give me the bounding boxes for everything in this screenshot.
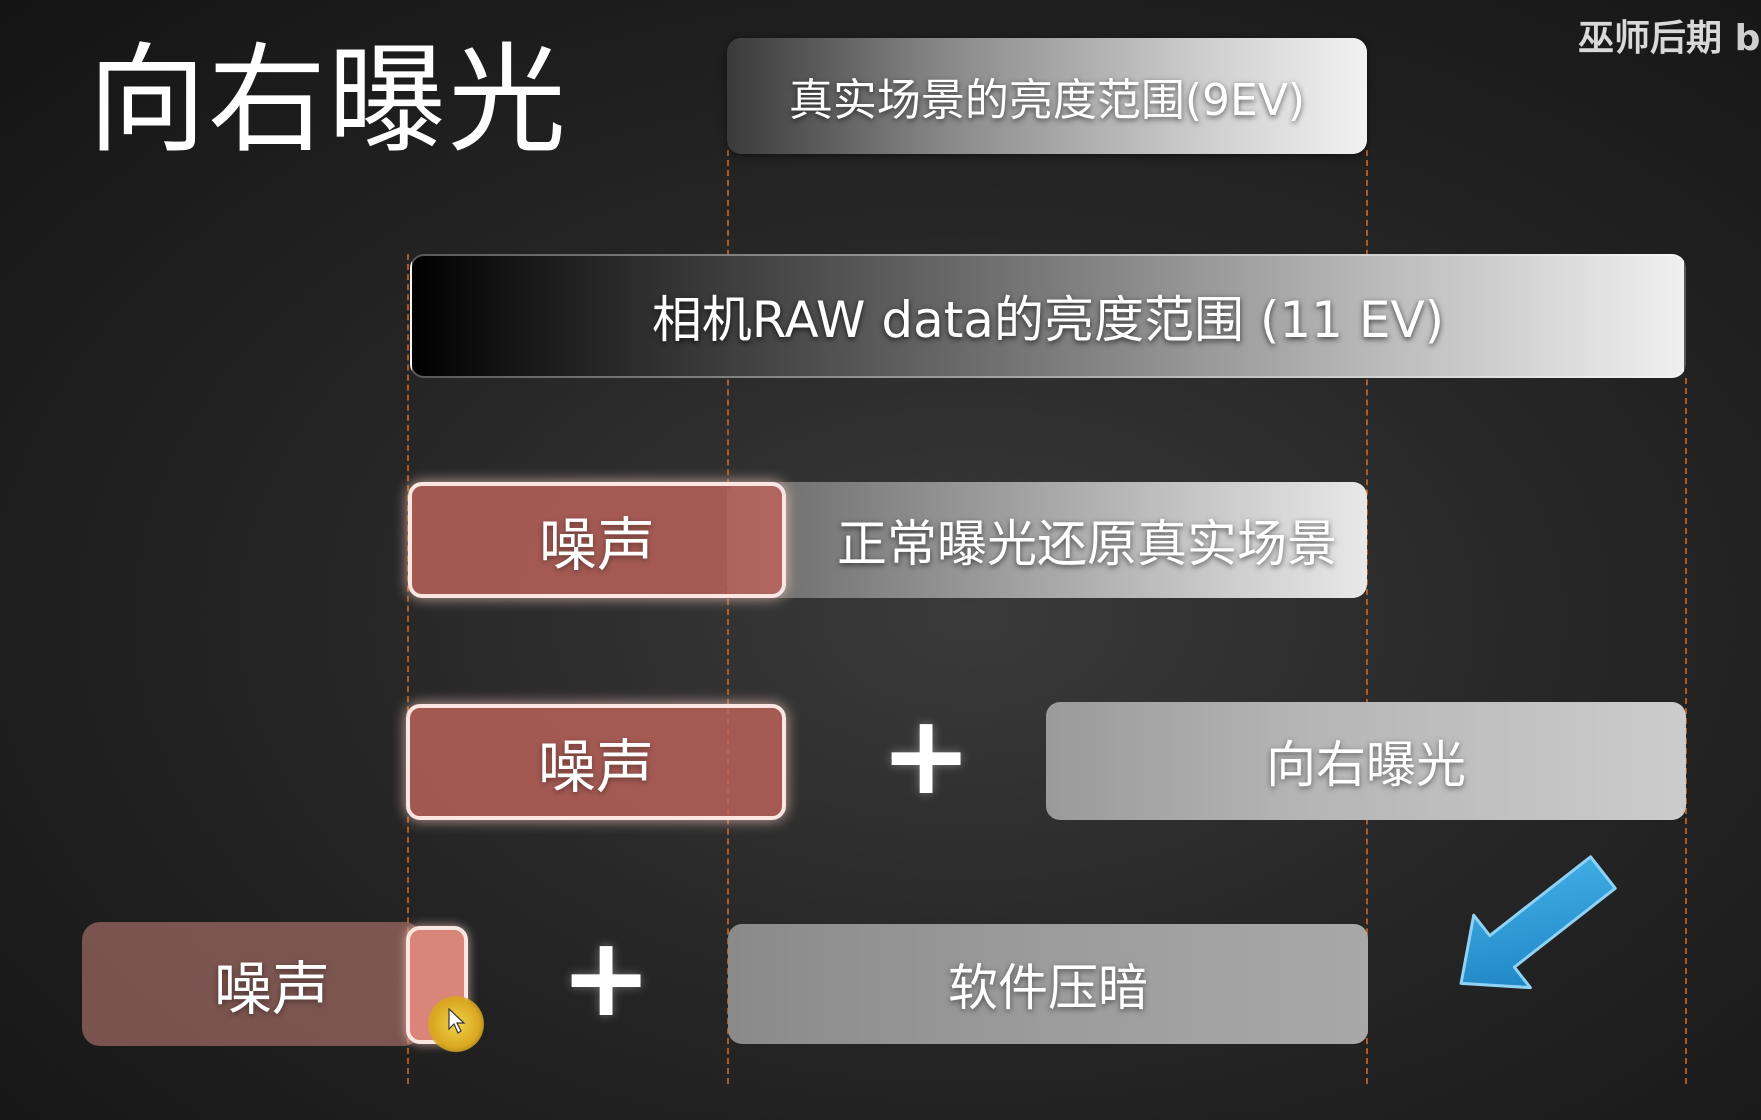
guide-line-left	[407, 254, 409, 1084]
noise-box-3-faded: 噪声	[82, 922, 422, 1046]
watermark-text: 巫师后期	[1578, 18, 1723, 59]
noise-label-2: 噪声	[537, 733, 654, 801]
scene-range-bar: 真实场景的亮度范围(9EV)	[727, 38, 1367, 154]
raw-range-bar: 相机RAW data的亮度范围 (11 EV)	[410, 254, 1686, 378]
watermark-logo: bi	[1734, 18, 1761, 59]
software-darken-bar: 软件压暗	[728, 924, 1368, 1044]
noise-box-2: 噪声	[406, 704, 786, 820]
normal-exposure-label: 正常曝光还原真实场景	[837, 515, 1337, 573]
expose-right-bar: 向右曝光	[1046, 702, 1686, 820]
plus-sign-1: +	[880, 691, 973, 819]
noise-label-1: 噪声	[538, 511, 655, 579]
slide-title: 向右曝光	[88, 31, 569, 169]
guide-line-scene-start	[727, 150, 729, 1084]
guide-line-scene-end	[1366, 150, 1368, 1084]
blue-arrow-icon	[1459, 855, 1617, 990]
normal-exposure-bar: 正常曝光还原真实场景	[727, 482, 1367, 598]
raw-range-label: 相机RAW data的亮度范围 (11 EV)	[651, 291, 1445, 349]
plus-sign-2: +	[560, 913, 653, 1041]
noise-box-1: 噪声	[408, 482, 786, 598]
software-darken-label: 软件压暗	[948, 959, 1148, 1017]
expose-right-label: 向右曝光	[1266, 736, 1466, 794]
mouse-pointer-icon	[448, 1008, 466, 1034]
guide-line-right	[1685, 378, 1687, 1084]
scene-range-label: 真实场景的亮度范围(9EV)	[788, 75, 1306, 126]
watermark: 巫师后期 bi	[1578, 14, 1761, 64]
noise-label-3: 噪声	[214, 955, 331, 1023]
